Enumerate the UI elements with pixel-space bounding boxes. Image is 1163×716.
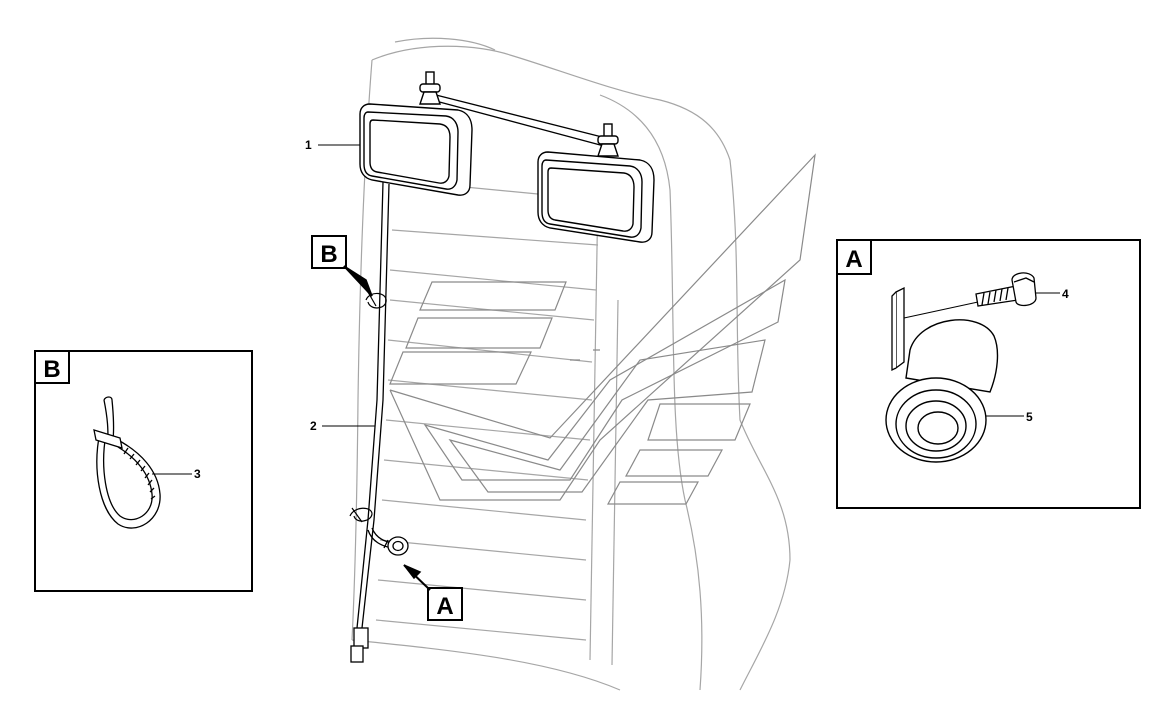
bolt-detail [903,272,1037,319]
cable-tie-upper [365,291,387,309]
work-lamp-left [359,71,473,196]
view-a-marker-label: A [436,593,453,620]
view-b-marker: B [311,235,373,297]
view-b-marker-label: B [320,241,337,268]
callout-number-4: 4 [1062,287,1069,301]
callout-number-3: 3 [194,467,201,481]
work-lamp-right [537,123,655,243]
detail-view-b: B 3 [34,350,253,592]
detail-view-b-label: B [43,356,60,383]
grille-logo [389,153,816,505]
view-a-marker: A [403,564,463,621]
callout-part-1: 1 [305,138,360,152]
wiring-harness [350,181,395,663]
callout-part-5: 5 [986,410,1033,424]
lamp-bracket-bar [431,93,607,147]
callout-part-4: 4 [1036,287,1069,301]
detail-view-a: A 4 5 [836,239,1141,509]
callout-number-2: 2 [310,419,317,433]
lamp-bracket [891,286,905,372]
callout-part-3: 3 [152,467,201,481]
callout-number-5: 5 [1026,410,1033,424]
callout-part-2: 2 [310,419,375,433]
lamp-detail [885,319,999,463]
cable-tie-lower [349,507,373,523]
detail-view-a-label: A [845,246,862,273]
cable-tie-detail [93,396,161,529]
small-lamp-on-harness [383,536,409,556]
callout-number-1: 1 [305,138,312,152]
